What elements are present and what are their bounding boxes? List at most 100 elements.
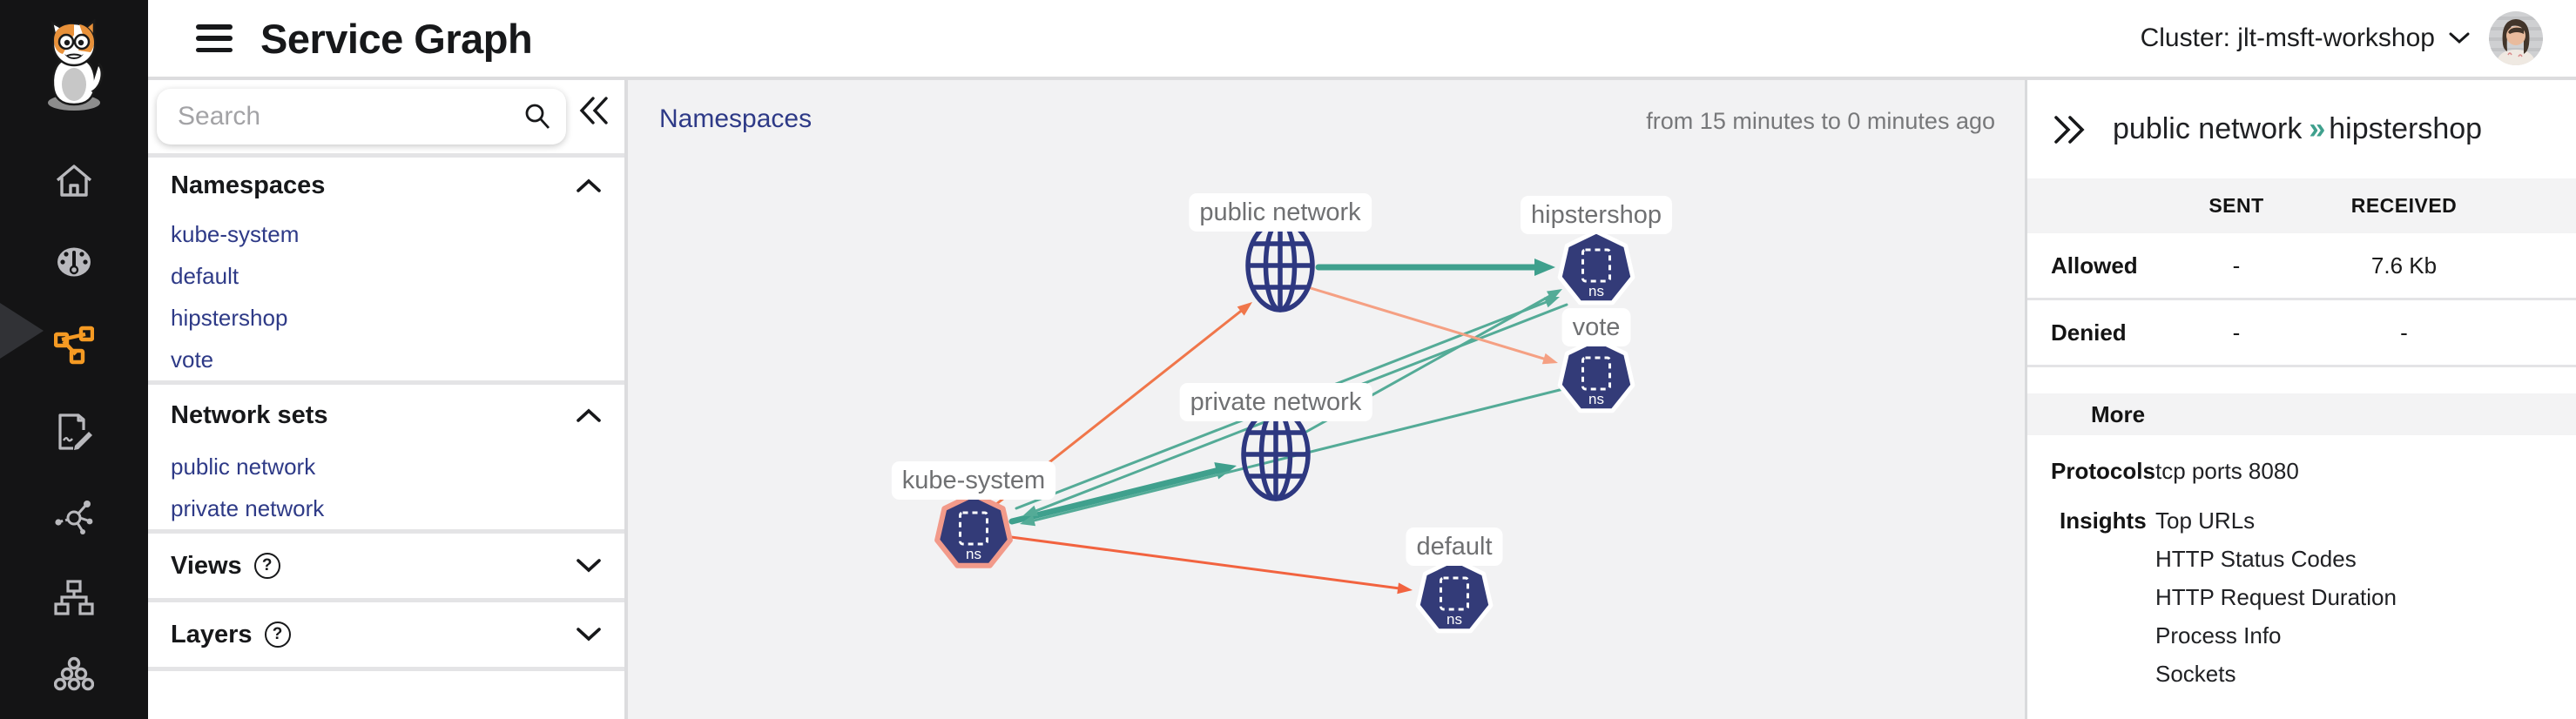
section-label: Network sets [171, 400, 328, 429]
column-sent: SENT [2208, 194, 2264, 217]
table-row-allowed: Allowed - 7.6 Kb [2027, 233, 2576, 300]
section-label: Namespaces [171, 171, 326, 199]
protocols-value: tcp ports 8080 [2155, 458, 2299, 484]
svg-text:kube-system: kube-system [902, 467, 1045, 494]
time-range-label: from 15 minutes to 0 minutes ago [1646, 108, 1995, 134]
left-rail [0, 0, 148, 719]
sidebar-item-kube-system[interactable]: kube-system [171, 220, 300, 247]
graph-edge-kube-to-default[interactable] [1009, 535, 1413, 595]
search-box [157, 89, 566, 144]
insights-label: Insights [2060, 507, 2147, 534]
workloads-cluster-icon[interactable] [54, 655, 94, 695]
graph-node-label-hipstershop[interactable]: hipstershop [1521, 196, 1672, 234]
chevron-up-icon [577, 178, 601, 192]
insight-item: Process Info [2155, 622, 2282, 648]
graph-node-default[interactable]: ns [1415, 557, 1494, 634]
service-hub-icon[interactable] [54, 497, 94, 537]
sidebar-item-vote[interactable]: vote [171, 346, 214, 373]
sidebar-section-layers[interactable]: Layers ? [148, 602, 624, 667]
divider [148, 153, 624, 158]
graph-node-vote[interactable]: ns [1557, 337, 1635, 413]
dashboard-gauge-icon[interactable] [54, 242, 94, 282]
graph-edge-public-to-hipstershop[interactable] [1315, 259, 1555, 276]
breadcrumb-target[interactable]: hipstershop [2329, 112, 2483, 145]
graph-node-kube-system[interactable]: ns [934, 492, 1013, 568]
help-icon[interactable]: ? [264, 622, 291, 648]
sidebar-collapse-icon[interactable] [577, 96, 612, 125]
row-label: Denied [2051, 319, 2127, 346]
insight-item: Top URLs [2155, 507, 2256, 534]
insights-list: Top URLs HTTP Status Codes HTTP Request … [2155, 507, 2397, 699]
svg-text:ns: ns [1588, 391, 1604, 407]
section-label: Views [171, 551, 242, 580]
sidebar-item-private-network[interactable]: private network [171, 494, 325, 521]
kubeshark-cat-logo [38, 16, 110, 113]
breadcrumb: public network » hipstershop [2113, 112, 2482, 146]
protocols-row: Protocols tcp ports 8080 [2027, 458, 2576, 485]
sidebar-section-views[interactable]: Views ? [148, 534, 624, 598]
report-edit-icon[interactable] [54, 413, 94, 453]
svg-text:ns: ns [1446, 611, 1462, 628]
chevron-down-icon [577, 559, 601, 573]
more-toggle[interactable]: More [2091, 400, 2146, 427]
graph-svg: ns ns ns ns public network hipstershop vote pri… [891, 193, 1672, 634]
graph-labels: public network hipstershop vote private net… [891, 193, 1672, 566]
help-icon[interactable]: ? [253, 553, 280, 579]
sidebar: Namespaces kube-system default hipstersh… [148, 80, 628, 719]
graph-node-private-network[interactable] [1241, 407, 1311, 501]
sidebar-item-public-network[interactable]: public network [171, 453, 316, 480]
graph-node-label-vote[interactable]: vote [1561, 308, 1631, 346]
sidebar-section-namespaces[interactable]: Namespaces [148, 158, 624, 213]
graph-node-hipstershop[interactable]: ns [1557, 229, 1635, 306]
insights-row: Insights Top URLs HTTP Status Codes HTTP… [2027, 507, 2576, 699]
sidebar-section-network-sets[interactable]: Network sets [148, 385, 624, 446]
details-panel: public network » hipstershop SENT RECEIV… [2025, 80, 2576, 719]
graph-edge-public-to-vote[interactable] [1309, 286, 1558, 365]
allowed-sent-value: - [2232, 252, 2241, 279]
more-section: More [2027, 393, 2576, 435]
graph-node-label-default[interactable]: default [1406, 527, 1503, 566]
user-avatar[interactable] [2489, 11, 2543, 65]
graph-node-label-kube-system[interactable]: kube-system [891, 461, 1056, 500]
protocols-label: Protocols [2051, 458, 2155, 484]
svg-text:private network: private network [1190, 388, 1362, 416]
search-icon[interactable] [523, 102, 552, 131]
chevron-down-icon [2449, 32, 2470, 44]
active-nav-notch [0, 303, 44, 359]
svg-text:hipstershop: hipstershop [1531, 201, 1662, 229]
sidebar-item-hipstershop[interactable]: hipstershop [171, 304, 288, 331]
row-label: Allowed [2051, 252, 2138, 279]
home-icon[interactable] [54, 161, 94, 201]
section-label: Layers [171, 620, 253, 648]
svg-text:default: default [1416, 533, 1492, 561]
details-header: public network » hipstershop [2027, 80, 2576, 178]
denied-sent-value: - [2232, 319, 2241, 346]
breadcrumb-source[interactable]: public network [2113, 112, 2303, 145]
traffic-table-header: SENT RECEIVED [2027, 178, 2576, 233]
breadcrumb-separator-icon: » [2309, 112, 2325, 145]
graph-node-label-private-network[interactable]: private network [1179, 383, 1372, 421]
svg-text:ns: ns [966, 546, 981, 562]
divider [148, 667, 624, 671]
canvas-mode-label: Namespaces [659, 104, 813, 133]
denied-received-value: - [2400, 319, 2408, 346]
panel-collapse-icon[interactable] [2050, 114, 2087, 145]
service-graph-icon[interactable] [54, 325, 94, 365]
hamburger-menu-icon[interactable] [196, 24, 233, 52]
service-graph-canvas: Namespaces from 15 minutes to 0 minutes … [628, 80, 2025, 719]
cluster-selector[interactable]: Cluster: jlt-msft-workshop [2141, 24, 2470, 53]
graph-nodes: ns ns ns ns [934, 218, 1635, 634]
divider [148, 380, 624, 385]
page-title: Service Graph [260, 15, 533, 62]
graph-node-label-public-network[interactable]: public network [1189, 193, 1372, 232]
sidebar-item-default[interactable]: default [171, 262, 239, 289]
chevron-up-icon [577, 408, 601, 422]
divider [148, 598, 624, 602]
hierarchy-icon[interactable] [54, 578, 94, 618]
svg-text:public network: public network [1199, 198, 1361, 226]
graph-node-public-network[interactable] [1245, 218, 1315, 312]
column-received: RECEIVED [2350, 194, 2458, 217]
divider [148, 529, 624, 534]
search-input[interactable] [178, 102, 523, 131]
